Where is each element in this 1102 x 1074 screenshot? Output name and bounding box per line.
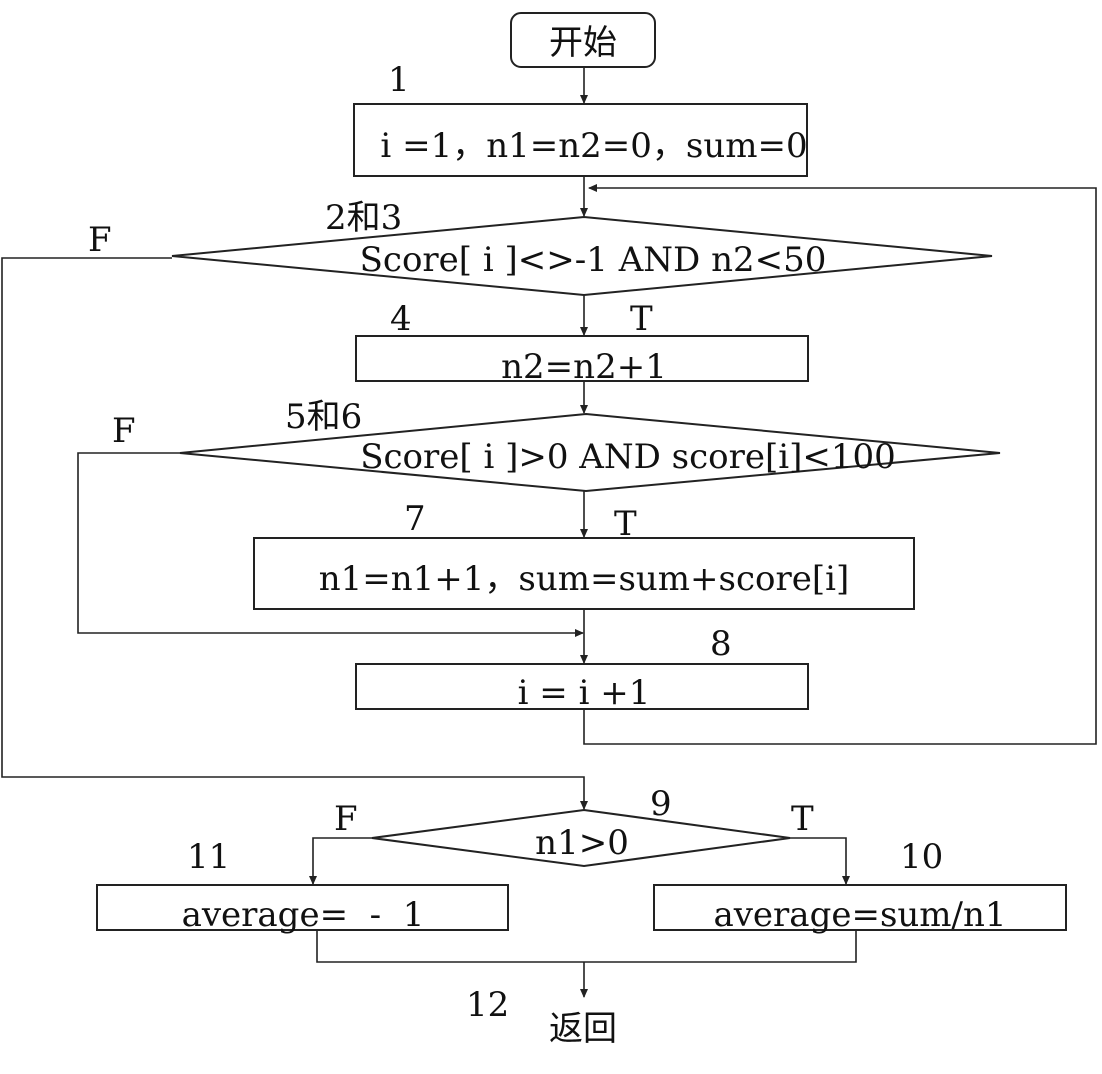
edge-merge bbox=[316, 930, 857, 963]
edge-cond3-true bbox=[790, 837, 850, 885]
init-box bbox=[353, 103, 808, 177]
step-label-2-3: 2和3 bbox=[325, 198, 402, 238]
cond2-diamond bbox=[179, 412, 1001, 493]
cond3-text: n1>0 bbox=[535, 823, 629, 863]
step-label-5-6: 5和6 bbox=[285, 397, 362, 437]
avg-calc-text: average=sum/n1 bbox=[713, 895, 1006, 935]
inc-n2-text: n2=n2+1 bbox=[501, 347, 667, 387]
avg-neg-text: average= - 1 bbox=[182, 895, 425, 935]
start-text: 开始 bbox=[549, 23, 617, 63]
branch-label-cond3-true: T bbox=[791, 799, 814, 839]
init-text: i =1，n1=n2=0，sum=0 bbox=[380, 126, 807, 166]
inc-n2-box bbox=[355, 335, 809, 382]
end-text: 返回 bbox=[549, 1009, 617, 1049]
edge-loop-back bbox=[583, 184, 1097, 745]
start-terminal bbox=[510, 12, 656, 68]
avg-neg-box bbox=[96, 884, 509, 931]
edge-cond2-false bbox=[77, 452, 584, 637]
cond3-diamond bbox=[371, 808, 791, 868]
branch-label-cond2-false: F bbox=[112, 411, 136, 451]
branch-label-cond1-true: T bbox=[630, 299, 653, 339]
edge-cond1-false bbox=[1, 257, 588, 810]
step-label-7: 7 bbox=[404, 499, 426, 539]
step-label-10: 10 bbox=[900, 837, 943, 877]
cond1-text: Score[ i ]<>-1 AND n2<50 bbox=[360, 240, 827, 280]
edge-cond3-false bbox=[309, 837, 372, 885]
step-label-11: 11 bbox=[187, 837, 230, 877]
inc-i-box bbox=[355, 663, 809, 710]
step-label-9: 9 bbox=[650, 784, 672, 824]
step-label-4: 4 bbox=[390, 299, 412, 339]
branch-label-cond3-false: F bbox=[334, 799, 358, 839]
step-label-12: 12 bbox=[466, 985, 509, 1025]
branch-label-cond2-true: T bbox=[614, 504, 637, 544]
accumulate-text: n1=n1+1，sum=sum+score[i] bbox=[319, 559, 850, 599]
cond2-text: Score[ i ]>0 AND score[i]<100 bbox=[360, 437, 896, 477]
step-label-8: 8 bbox=[710, 624, 732, 664]
step-label-1: 1 bbox=[388, 60, 410, 100]
branch-label-cond1-false: F bbox=[88, 220, 112, 260]
avg-calc-box bbox=[653, 884, 1067, 931]
inc-i-text: i = i +1 bbox=[518, 673, 651, 713]
